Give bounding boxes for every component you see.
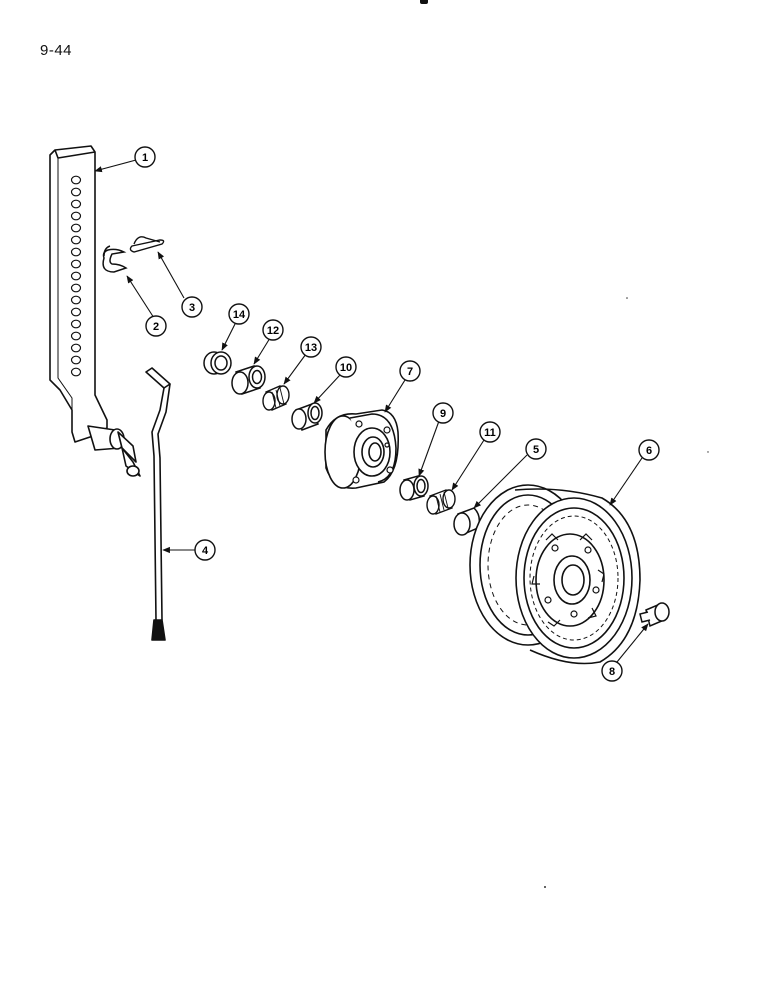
clip-part [102, 245, 128, 273]
callout-label: 2 [153, 321, 159, 333]
ring-part [203, 351, 232, 375]
page-number: 9-44 [40, 42, 73, 59]
callout-label: 4 [202, 545, 209, 557]
callout-10: 10 [335, 356, 357, 378]
callout-label: 12 [267, 325, 279, 337]
callout-12: 12 [262, 319, 284, 341]
rod-part [145, 367, 171, 641]
callout-8: 8 [601, 660, 623, 682]
hub-part [324, 409, 400, 489]
callout-4: 4 [194, 539, 216, 561]
callout-label: 8 [609, 666, 615, 678]
callout-label: 13 [305, 342, 317, 354]
scan-specks [544, 297, 709, 888]
leader-lines [94, 159, 649, 663]
callout-label: 11 [484, 427, 496, 439]
callout-label: 9 [440, 408, 446, 420]
callout-label: 3 [189, 302, 195, 314]
callout-label: 5 [533, 444, 539, 456]
top-edge-mark [420, 0, 428, 4]
callout-label: 14 [233, 309, 246, 321]
callout-1: 1 [134, 146, 156, 168]
seal-part [231, 365, 266, 395]
bearing-cup-outer-part [399, 475, 429, 501]
callout-14: 14 [228, 303, 250, 325]
bearing-cup-inner-part [291, 402, 323, 431]
callout-label: 1 [142, 152, 148, 164]
callout-label: 6 [646, 445, 652, 457]
callout-5: 5 [525, 438, 547, 460]
callout-6: 6 [638, 439, 660, 461]
callout-2: 2 [145, 315, 167, 337]
callout-label: 7 [407, 366, 413, 378]
bearing-cone-outer-part [426, 489, 456, 515]
callout-11: 11 [479, 421, 501, 443]
lever-part [49, 145, 141, 477]
wheel-part [469, 484, 641, 665]
callout-13: 13 [300, 336, 322, 358]
pin-part [129, 236, 165, 253]
bearing-cone-inner-part [262, 385, 290, 411]
callout-7: 7 [399, 360, 421, 382]
callout-3: 3 [181, 296, 203, 318]
callout-label: 10 [340, 362, 352, 374]
callout-9: 9 [432, 402, 454, 424]
bolt-part [639, 602, 670, 628]
